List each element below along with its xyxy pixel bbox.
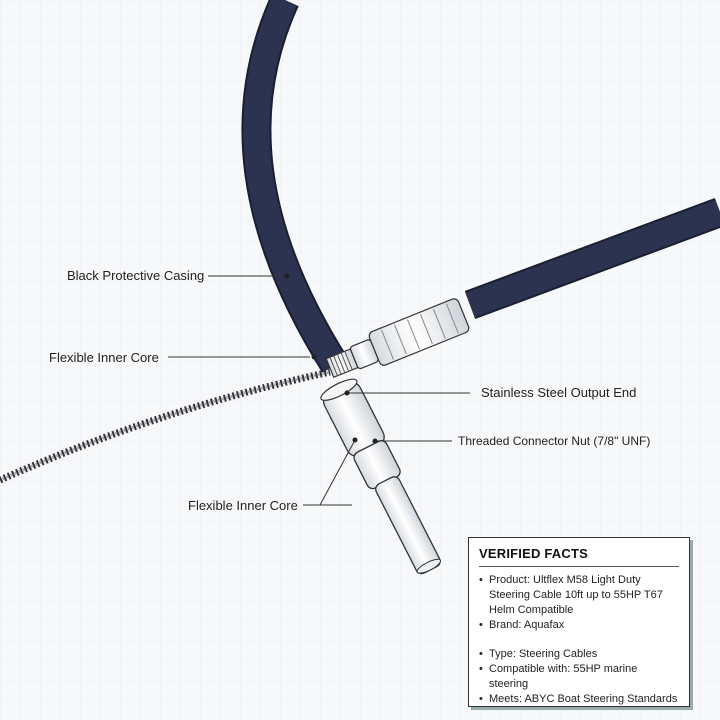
verified-facts-list: Product: Ultflex M58 Light Duty Steering…: [479, 573, 679, 707]
label-flexible-inner-core-bottom: Flexible Inner Core: [188, 498, 298, 513]
fact-item: Compatible with: 55HP marine steering: [479, 662, 679, 692]
stainless-steel-output-end: [325, 298, 470, 379]
flexible-inner-core: [0, 368, 331, 484]
threaded-connector-nut: [320, 378, 442, 575]
label-flexible-inner-core-top: Flexible Inner Core: [49, 350, 159, 365]
fact-brand: Brand: Aquafax: [479, 618, 679, 633]
label-black-protective-casing: Black Protective Casing: [67, 268, 205, 283]
black-protective-casing: [241, 0, 720, 373]
fact-product: Product: Ultflex M58 Light Duty Steering…: [479, 573, 679, 618]
leader-dots: [284, 273, 378, 444]
leader-lines: [168, 275, 470, 506]
verified-facts-title: VERIFIED FACTS: [479, 546, 679, 567]
verified-facts-panel: VERIFIED FACTS Product: Ultflex M58 Ligh…: [468, 537, 690, 707]
label-threaded-connector-nut: Threaded Connector Nut (7/8" UNF): [458, 434, 651, 448]
label-stainless-steel-output-end: Stainless Steel Output End: [481, 385, 637, 400]
fact-item: Meets: ABYC Boat Steering Standards: [479, 692, 679, 707]
fact-item: Type: Steering Cables: [479, 647, 679, 662]
